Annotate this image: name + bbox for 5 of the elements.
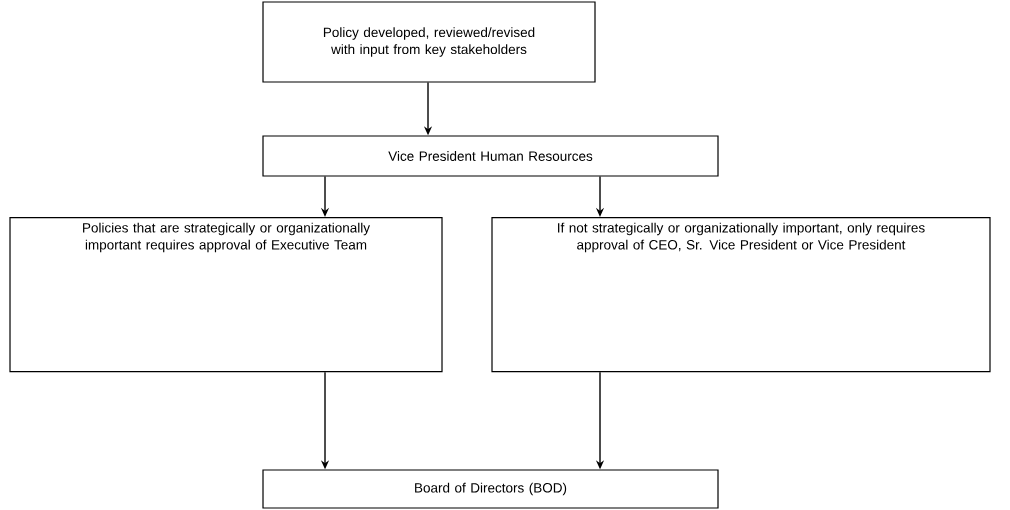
process-box: Board of Directors (BOD) (262, 469, 719, 509)
process-box: Policies that are strategically or organizationally important requires approval of Executive Team (9, 217, 443, 373)
process-box: Policy developed, reviewed/revised with input from key stakeholders (262, 1, 596, 83)
process-box: Vice President Human Resources (262, 135, 719, 177)
process-box: If not strategically or organizationally important, only requires approval of CEO, Sr. Vice President or Vice President (491, 217, 991, 373)
